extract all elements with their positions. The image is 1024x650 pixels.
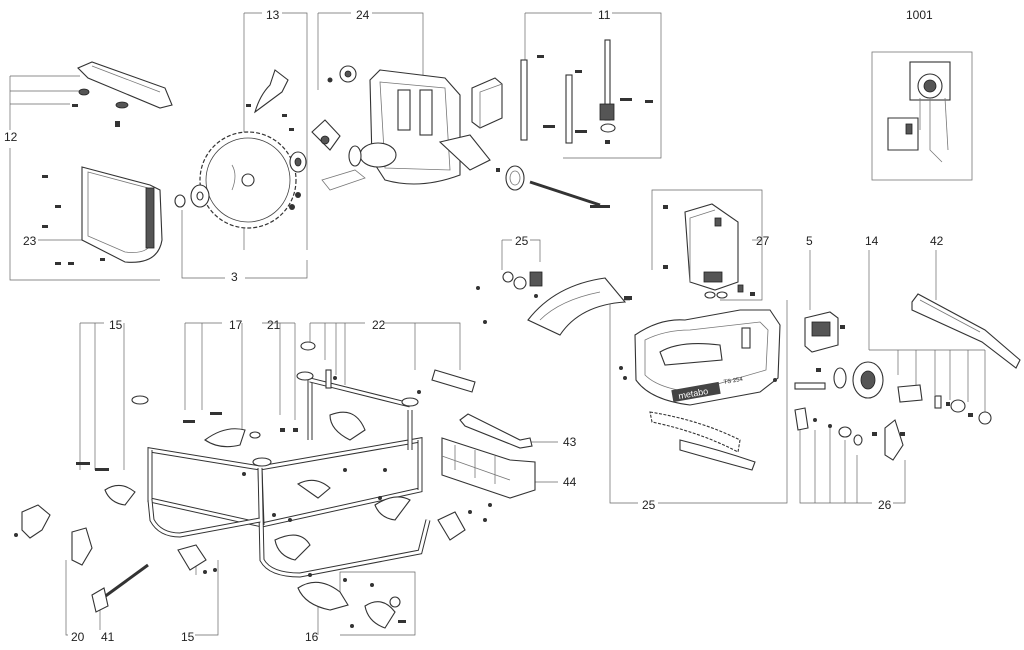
part-14-height-adjust-knob bbox=[794, 361, 992, 425]
label-25-top: 25 bbox=[515, 234, 529, 248]
part-16-bearing-housing bbox=[297, 578, 406, 629]
label-23: 23 bbox=[23, 234, 37, 248]
label-42: 42 bbox=[930, 234, 944, 248]
part-43-wrench bbox=[459, 413, 533, 449]
part-1001-wiring-detail bbox=[887, 61, 951, 163]
label-11: 11 bbox=[598, 8, 611, 22]
label-17: 17 bbox=[229, 318, 243, 332]
callout-labels: 1001 13 24 11 12 23 3 25 27 5 14 42 15 1… bbox=[4, 8, 944, 644]
label-24: 24 bbox=[356, 8, 370, 22]
label-20: 20 bbox=[71, 630, 85, 644]
part-41-power-cord bbox=[91, 563, 149, 613]
label-12: 12 bbox=[4, 130, 18, 144]
label-22: 22 bbox=[372, 318, 386, 332]
label-1001: 1001 bbox=[906, 8, 933, 22]
label-5: 5 bbox=[806, 234, 813, 248]
label-15-bottom: 15 bbox=[181, 630, 195, 644]
label-44: 44 bbox=[563, 475, 577, 489]
label-26: 26 bbox=[878, 498, 892, 512]
part-44-accessory-tray bbox=[441, 437, 536, 499]
part-17-leg-clamp bbox=[131, 395, 298, 448]
part-25-table-insert bbox=[476, 271, 632, 336]
label-27: 27 bbox=[756, 234, 770, 248]
label-41: 41 bbox=[101, 630, 115, 644]
part-25-saw-table: metabo TS 254 bbox=[619, 309, 781, 471]
label-25-bottom: 25 bbox=[642, 498, 656, 512]
part-24-motor-housing bbox=[327, 65, 610, 208]
part-42-push-stick bbox=[911, 293, 1021, 369]
part-11-guide-rods bbox=[520, 39, 653, 144]
part-26-bevel-lock-hardware bbox=[794, 407, 905, 461]
part-3-saw-blade bbox=[174, 131, 307, 229]
part-23-lower-guard bbox=[42, 166, 163, 265]
label-15-left: 15 bbox=[109, 318, 123, 332]
part-5-switch bbox=[804, 311, 845, 353]
label-21: 21 bbox=[267, 318, 281, 332]
label-16: 16 bbox=[305, 630, 319, 644]
part-22-base-frame bbox=[147, 341, 476, 578]
leader-lines bbox=[9, 12, 986, 636]
part-21-bracket bbox=[437, 503, 492, 541]
part-27-switch-housing bbox=[663, 203, 755, 299]
label-3: 3 bbox=[231, 270, 238, 284]
model-mark: TS 254 bbox=[723, 377, 744, 386]
part-13-riving-knife bbox=[246, 69, 366, 191]
label-14: 14 bbox=[865, 234, 879, 248]
part-20-leveling-foot bbox=[14, 504, 93, 566]
part-15-leg-cap bbox=[76, 462, 217, 574]
part-12-blade-guard-top bbox=[72, 61, 173, 127]
label-13: 13 bbox=[266, 8, 280, 22]
label-43: 43 bbox=[563, 435, 577, 449]
